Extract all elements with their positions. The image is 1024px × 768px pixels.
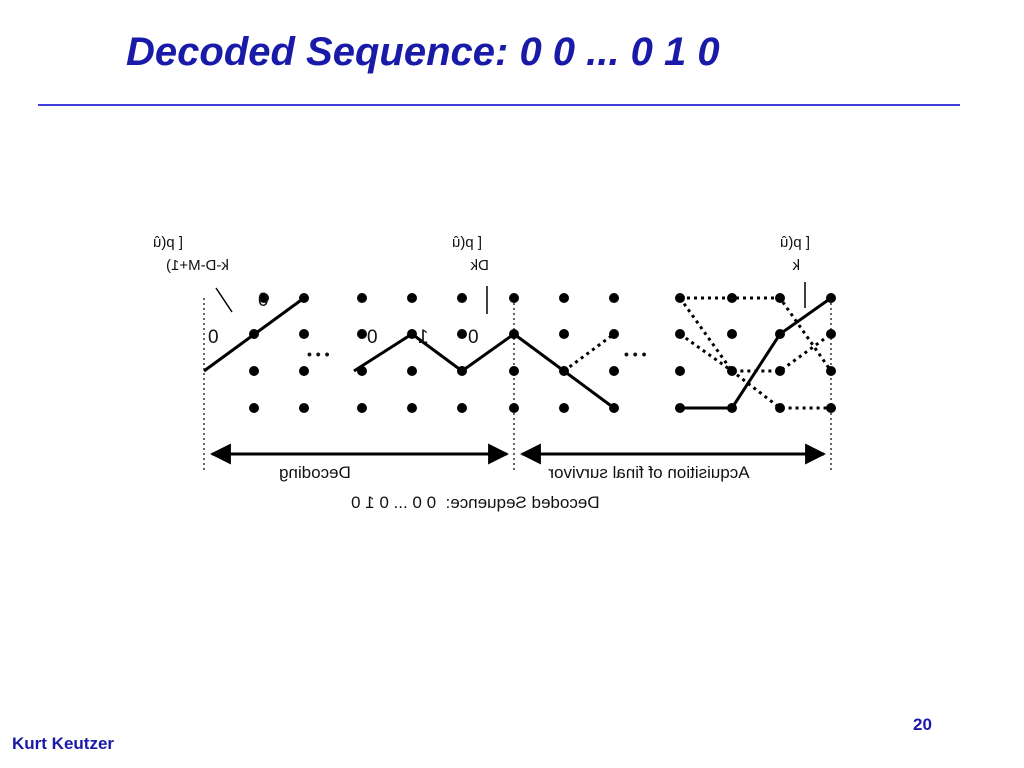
candidate-path-4 <box>678 297 832 373</box>
label-top-right-sub: k <box>792 257 800 274</box>
bit-label-0d: 0 <box>468 327 479 348</box>
author-name: Kurt Keutzer <box>12 734 115 753</box>
label-top-mid: [ p(û <box>452 234 482 251</box>
ellipsis-left: • • • <box>307 346 330 362</box>
label-top-left-sub: k-D-M+1) <box>166 257 229 274</box>
candidate-path-3 <box>679 332 831 410</box>
pointer-left <box>215 287 233 313</box>
slide-title: Decoded Sequence: 0 0 ... 0 1 0 <box>126 30 720 74</box>
bit-label-0a: 0 <box>258 290 269 311</box>
candidate-path-2 <box>680 296 833 372</box>
label-top-right: [ p(û <box>780 234 810 251</box>
decoded-path-main <box>353 332 615 410</box>
label-acquisition: Acquisition of final survivor <box>548 463 750 482</box>
page-number: 20 <box>913 715 932 734</box>
label-decoded-sequence: Decoded Sequence: 0 0 ... 0 1 0 <box>351 493 600 512</box>
bit-label-1: 1 <box>418 327 429 348</box>
final-survivor-path <box>680 296 832 410</box>
trellis-nodes <box>249 293 836 413</box>
label-decoding: Decoding <box>279 463 351 482</box>
bit-label-0c: 0 <box>367 327 378 348</box>
ellipsis-right: • • • <box>624 346 647 362</box>
candidate-path-1 <box>563 332 615 373</box>
title-underline <box>38 104 960 106</box>
label-top-left: [ p(û <box>153 234 183 251</box>
label-top-mid-sub: Dk <box>470 257 489 274</box>
bit-label-0b: 0 <box>208 327 219 348</box>
